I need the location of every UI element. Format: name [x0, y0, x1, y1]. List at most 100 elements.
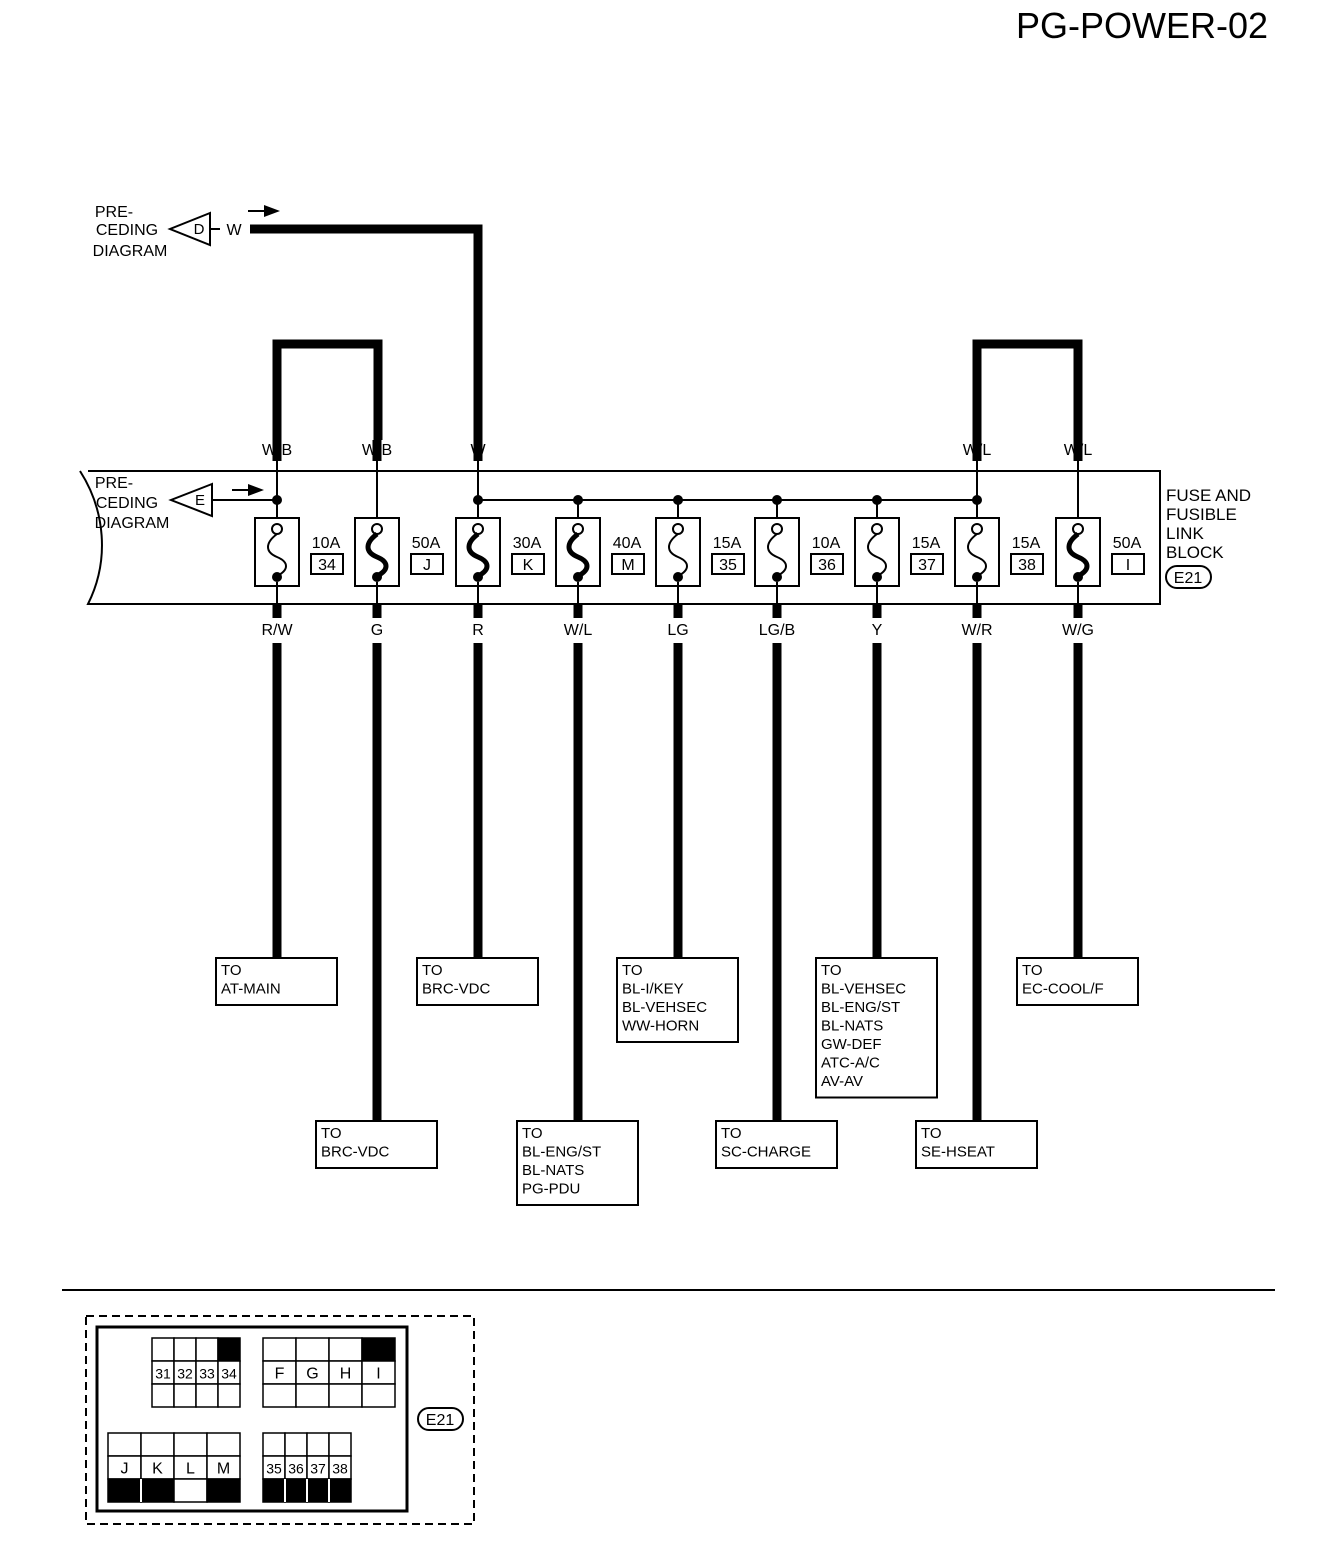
flow-arrow-left-icon: [232, 484, 264, 496]
fuse-3: W30AKR: [455, 440, 545, 639]
destination-line: TO: [221, 962, 242, 979]
preceding-top-line-2: CEDING: [96, 222, 158, 239]
destination-line: TO: [921, 1125, 942, 1142]
fuse-element-icon: [365, 532, 389, 579]
fuse-rating: 10A: [312, 535, 341, 552]
junction-dot: [272, 495, 282, 505]
page-code: PG-POWER-02: [1016, 5, 1268, 46]
fuse-element-icon: [867, 533, 887, 577]
preceding-top-line-1: PRE-: [95, 204, 133, 221]
block-name-line-4: BLOCK: [1166, 543, 1224, 562]
cavity-label: 32: [177, 1366, 193, 1382]
destination-line: BRC-VDC: [422, 981, 491, 998]
cavity-label: G: [306, 1366, 318, 1383]
destination-line: AT-MAIN: [221, 981, 281, 998]
fuse-block-outline: [79, 470, 1161, 605]
fuse-element-icon: [466, 532, 490, 579]
fuse-rating: 40A: [613, 535, 642, 552]
cavity-label: 31: [155, 1366, 171, 1382]
fuse-id: K: [523, 557, 534, 574]
fuse-4: 40A M W/L: [555, 495, 645, 639]
destinations: TOAT-MAINTOBRC-VDCTOBRC-VDCTOBL-ENG/STBL…: [215, 643, 1139, 1206]
output-wire-color: R: [472, 622, 484, 639]
preceding-left-line-2: CEDING: [96, 495, 158, 512]
preceding-diagram-left: PRE- CEDING DIAGRAM E: [95, 475, 277, 532]
junction-dot: [573, 495, 583, 505]
fuse-element-icon: [1066, 532, 1090, 579]
junction-dot: [872, 495, 882, 505]
cavity-label: 33: [199, 1366, 215, 1382]
preceding-top-line-3: DIAGRAM: [93, 243, 168, 260]
destination-box: TO AT-MAIN: [215, 643, 338, 1006]
connector-view-label: E21: [426, 1412, 455, 1429]
output-wire-color: W/L: [564, 622, 593, 639]
fuse-id-box: [1010, 553, 1044, 575]
fuse-id-box: [810, 553, 844, 575]
connector-view-frame: [95, 1325, 409, 1513]
cavity-label: 38: [332, 1461, 348, 1477]
connector-d-label: D: [194, 221, 205, 238]
fuse-id: M: [621, 557, 634, 574]
destination-line: BL-I/KEY: [622, 981, 684, 998]
wire-w-feed: [250, 224, 483, 440]
destination-line: AV-AV: [821, 1073, 863, 1090]
destination-line: TO: [821, 962, 842, 979]
output-wire-color: G: [371, 622, 383, 639]
wire-color-w-top: W: [226, 222, 242, 239]
fuse-id-box: [611, 553, 645, 575]
destination-box: TOBL-VEHSECBL-ENG/STBL-NATSGW-DEFATC-A/C…: [815, 643, 938, 1099]
connector-view-oval: [417, 1407, 464, 1431]
block-name-line-1: FUSE AND: [1166, 486, 1251, 505]
cavity-label: L: [186, 1461, 195, 1478]
fuse-id: 34: [318, 557, 336, 574]
output-wire-color: R/W: [261, 622, 293, 639]
destination-line: TO: [422, 962, 443, 979]
fuse-element-icon: [767, 533, 787, 577]
fuse-id-box: [511, 553, 545, 575]
block-connector-oval: [1165, 565, 1212, 589]
destination-line: EC-COOL/F: [1022, 981, 1104, 998]
destination-line: SC-CHARGE: [721, 1144, 811, 1161]
block-name-line-2: FUSIBLE: [1166, 505, 1237, 524]
fuse-element-icon: [967, 533, 987, 577]
fuse-element-icon: [566, 532, 590, 579]
destination-line: PG-PDU: [522, 1181, 580, 1198]
destination-box: TO BRC-VDC: [416, 643, 539, 1006]
cavity-label: I: [376, 1366, 380, 1383]
output-wire-color: LG/B: [759, 622, 795, 639]
fuse-rating: 10A: [812, 535, 841, 552]
output-wire-color: Y: [872, 622, 883, 639]
destination-line: BL-NATS: [821, 1018, 883, 1035]
block-connector-label: E21: [1174, 570, 1203, 587]
cavity-label: 36: [288, 1461, 304, 1477]
connector-group-c: J K L M: [107, 1432, 241, 1503]
fuse-rating: 15A: [912, 535, 941, 552]
fuse-id: J: [423, 557, 431, 574]
block-name-line-3: LINK: [1166, 524, 1204, 543]
junction-dot: [772, 495, 782, 505]
fuse-2: W/B50AJG: [354, 440, 444, 639]
destination-line: TO: [721, 1125, 742, 1142]
cavity-label: 37: [310, 1461, 326, 1477]
junction-dot: [473, 495, 483, 505]
junction-dot: [673, 495, 683, 505]
output-wire-color: LG: [667, 622, 688, 639]
cavity-label: M: [217, 1461, 230, 1478]
preceding-left-line-1: PRE-: [95, 475, 133, 492]
cavity-label: J: [121, 1461, 129, 1478]
destination-line: ATC-A/C: [821, 1055, 880, 1072]
fuse-id: 36: [818, 557, 836, 574]
destination-line: BL-ENG/ST: [522, 1144, 601, 1161]
cavity-label: K: [152, 1461, 163, 1478]
fuse-9: W/L50AIW/G: [1055, 440, 1145, 639]
wire-loop-left: [272, 339, 383, 440]
